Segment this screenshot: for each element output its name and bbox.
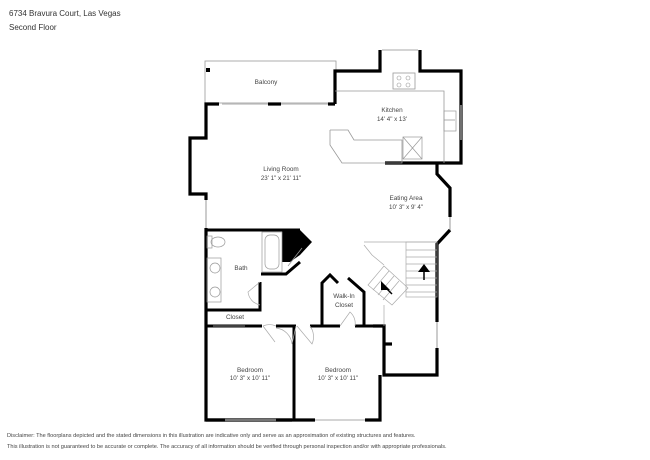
stove-icon [392, 72, 416, 90]
room-bedroom2-label: Bedroom [325, 367, 351, 374]
wall-fill [282, 230, 312, 262]
disclaimer-line-2: This illustration is not guaranteed to b… [7, 444, 447, 450]
windows [222, 49, 462, 421]
address-title: 6734 Bravura Court, Las Vegas [9, 9, 121, 18]
stairs-up-arrow-icon [381, 264, 430, 295]
room-balcony-label: Balcony [255, 79, 279, 86]
room-eating-dims: 10' 3" x 9' 4" [389, 204, 423, 211]
door-swing-icon [213, 281, 356, 345]
toilet-icon [206, 235, 226, 249]
room-bedroom1-label: Bedroom [237, 367, 263, 374]
room-bedroom1-dims: 10' 3" x 10' 11" [230, 375, 270, 382]
room-walkin-label-2: Closet [335, 302, 353, 309]
kitchen-counter [329, 90, 455, 164]
disclaimer-line-1: Disclaimer: The floorplans depicted and … [7, 433, 416, 439]
floor-label: Second Floor [9, 23, 57, 32]
bathtub-icon [261, 231, 283, 273]
room-bedroom2-dims: 10' 3" x 10' 11" [318, 375, 358, 382]
room-living-dims: 23' 1" x 21' 11" [261, 175, 301, 182]
room-living-label: Living Room [263, 166, 299, 173]
fridge-icon [402, 136, 423, 160]
room-walkin-label-1: Walk-In [333, 293, 355, 300]
room-kitchen-label: Kitchen [381, 107, 403, 114]
room-closet-label: Closet [226, 314, 244, 321]
exterior-walls [188, 50, 463, 422]
room-bath-label: Bath [234, 265, 248, 272]
stairs [363, 241, 438, 326]
sink-icon [443, 110, 457, 132]
room-kitchen-dims: 14' 4" x 13' [377, 116, 407, 123]
room-eating-label: Eating Area [389, 195, 422, 202]
vanity-sinks [206, 257, 222, 303]
